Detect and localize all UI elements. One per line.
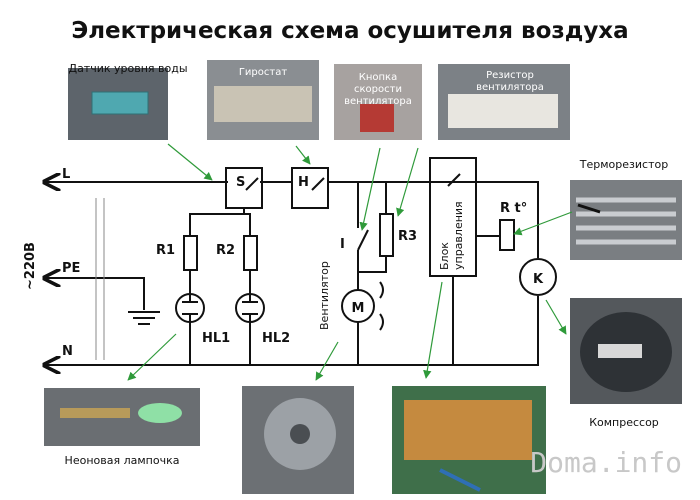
caption-speed-button-2: скорости (354, 84, 402, 95)
caption-fan-resistor-1: Резистор (486, 70, 534, 81)
caption-speed-button-3: вентилятора (344, 96, 412, 107)
label-control-unit-1: Блок (438, 242, 451, 270)
wire-branch-R1 (189, 208, 245, 236)
photo-neon-lamp (44, 388, 200, 446)
label-I: I (340, 237, 345, 252)
label-M: M (352, 301, 365, 316)
switch-H-contact (311, 177, 325, 191)
label-fan: Вентилятор (318, 261, 331, 330)
photo-compressor (570, 298, 682, 404)
photo-water-sensor: Датчик уровня воды (68, 62, 188, 140)
caption-neon-lamp: Неоновая лампочка (65, 454, 180, 467)
cord-lines (95, 198, 105, 360)
wire-PE (46, 278, 145, 310)
label-K: K (533, 272, 544, 287)
label-Rt: R t° (500, 201, 527, 216)
control-unit-contact (447, 173, 461, 187)
pointer-arrows (127, 143, 573, 381)
caption-water-sensor: Датчик уровня воды (68, 62, 187, 75)
photo-thermoresistor (570, 180, 682, 260)
thermistor-Rt (499, 219, 515, 251)
watermark: Doma.info (530, 446, 682, 479)
photo-control-unit (392, 386, 546, 494)
caption-speed-button-1: Кнопка (359, 72, 397, 83)
photo-speed-button: Кнопка скорости вентилятора (334, 64, 422, 140)
switch-I-contact (357, 229, 369, 251)
caption-gyrostat: Гиростат (239, 67, 288, 78)
label-HL1: HL1 (202, 331, 230, 346)
label-R1: R1 (156, 243, 175, 258)
caption-compressor: Компрессор (589, 416, 659, 429)
label-line-PE: PE (62, 261, 80, 276)
photo-fan (242, 386, 354, 494)
fan-blades-icon (379, 281, 384, 331)
photo-gyrostat: Гиростат (207, 60, 319, 140)
switch-S-contact (245, 177, 259, 191)
lamp-HL2 (235, 293, 265, 323)
photo-fan-resistor: Резистор вентилятора (438, 64, 570, 140)
label-control-unit-2: управления (452, 201, 465, 270)
compressor-K (519, 258, 557, 296)
label-line-L: L (62, 167, 70, 182)
resistor-R1 (183, 235, 198, 271)
wire-R3-fan (358, 256, 387, 273)
switch-H (291, 167, 329, 209)
caption-fan-resistor-2: вентилятора (476, 82, 544, 93)
label-line-N: N (62, 344, 73, 359)
label-H: H (298, 175, 309, 190)
resistor-R2 (243, 235, 258, 271)
ground-symbol (128, 311, 160, 325)
label-voltage: ~220В (23, 242, 38, 290)
label-R2: R2 (216, 243, 235, 258)
wire-N (46, 296, 539, 365)
wire-branch-R2 (244, 213, 251, 236)
resistor-R3 (379, 213, 394, 257)
label-S: S (236, 175, 245, 190)
wire-L-right (328, 181, 539, 258)
caption-thermoresistor: Терморезистор (579, 158, 668, 171)
label-HL2: HL2 (262, 331, 290, 346)
page-title: Электрическая схема осушителя воздуха (71, 18, 628, 44)
lamp-HL1 (175, 293, 205, 323)
label-R3: R3 (398, 229, 417, 244)
